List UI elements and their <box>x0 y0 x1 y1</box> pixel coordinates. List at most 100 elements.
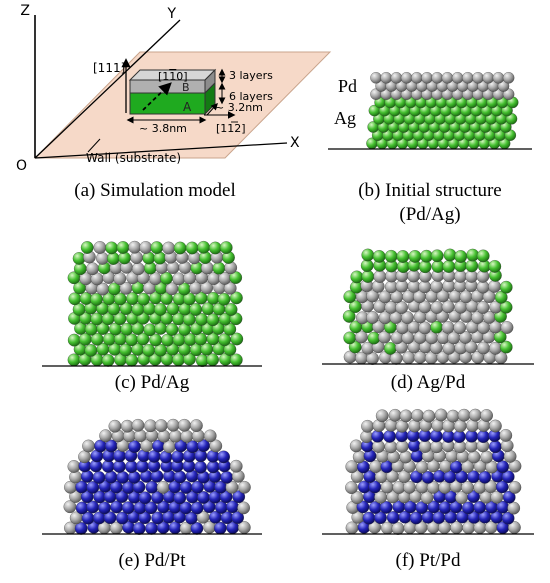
pd-atom <box>223 281 237 295</box>
pd-atom <box>472 72 484 84</box>
label-pd: Pd <box>338 76 357 96</box>
pt-atom <box>383 430 396 443</box>
caption-e: (e) Pd/Pt <box>118 550 186 571</box>
pd-atom <box>489 341 502 355</box>
pd-atom <box>503 450 517 463</box>
pt-atom <box>74 522 88 535</box>
ag-atom <box>105 241 118 255</box>
ag-atom <box>150 241 164 254</box>
pd-atom <box>415 460 429 474</box>
ag-atom <box>137 292 150 306</box>
ag-atom <box>488 260 502 273</box>
pd-atom <box>451 72 464 84</box>
ag-atom <box>350 270 364 284</box>
pt-atom <box>138 491 152 505</box>
pd-atom <box>200 281 214 295</box>
pt-atom <box>429 429 443 443</box>
pt-atom <box>219 490 233 504</box>
caption-b-line1: (b) Initial structure <box>358 180 502 201</box>
ag-atom <box>189 303 203 316</box>
pt-atom <box>128 440 141 453</box>
pt-atom <box>371 429 384 443</box>
pd-atom <box>395 301 408 314</box>
dir-11-2-label: [112] <box>216 122 246 135</box>
pd-atom <box>78 450 91 464</box>
pd-atom <box>502 72 515 84</box>
pd-atom <box>99 429 112 443</box>
pt-atom <box>171 450 185 464</box>
ag-atom <box>465 259 479 273</box>
pd-atom <box>492 72 505 84</box>
pt-pd-cluster <box>345 408 522 535</box>
pd-atom <box>350 470 364 483</box>
ag-atom <box>454 250 468 263</box>
pt-atom <box>168 521 182 535</box>
ag-atom <box>361 248 375 262</box>
pt-atom <box>496 460 510 474</box>
ag-atom <box>101 354 115 367</box>
y-axis <box>34 19 181 159</box>
simulation-model-diagram: Z Y X O B A [111] [110] 3 layers 6 layer… <box>16 3 332 174</box>
pd-atom <box>421 72 433 84</box>
pd-atom <box>190 419 203 432</box>
caption-a: (a) Simulation model <box>74 180 235 201</box>
pd-atom <box>366 311 379 324</box>
caption-c: (c) Pd/Ag <box>115 372 190 393</box>
pd-atom <box>370 72 382 84</box>
pd-atom <box>399 409 413 423</box>
pt-atom <box>217 450 230 464</box>
pd-atom <box>441 321 455 334</box>
pt-atom <box>501 511 515 525</box>
pd-atom <box>178 418 191 432</box>
width-x-label: ~ 3.8nm <box>139 122 187 135</box>
wall-pointer <box>87 138 101 153</box>
ag-atom <box>420 249 433 263</box>
pt-atom <box>125 460 138 474</box>
ag-atom <box>430 320 443 334</box>
pd-atom <box>500 321 514 334</box>
pd-atom <box>467 450 481 464</box>
pd-atom <box>133 429 147 443</box>
pt-atom <box>478 470 492 484</box>
pd-atom <box>69 470 82 484</box>
block-a-label: A <box>183 100 192 114</box>
ag-atom <box>106 252 120 265</box>
pd-atom <box>384 301 398 314</box>
ag-atom <box>197 240 210 254</box>
pd-atom <box>411 72 423 84</box>
ag-atom <box>499 280 513 294</box>
pd-atom <box>459 290 473 304</box>
dir-111-label: [111] <box>93 61 125 75</box>
pd-atom <box>402 351 415 365</box>
pt-atom <box>132 522 146 535</box>
ag-atom <box>442 260 456 273</box>
ag-atom <box>430 249 444 263</box>
pd-atom <box>411 409 424 422</box>
pt-atom <box>80 470 94 483</box>
pd-atom <box>86 262 99 276</box>
pd-atom <box>128 240 142 254</box>
pt-atom <box>374 511 387 525</box>
ag-atom <box>223 343 237 356</box>
width-y-label: ~ 3.2nm <box>215 101 263 114</box>
ag-atom <box>185 241 199 255</box>
caption-f: (f) Pt/Pd <box>396 550 461 571</box>
pt-atom <box>190 501 204 515</box>
pd-atom <box>408 419 421 433</box>
ag-atom <box>342 310 356 323</box>
pd-atom <box>361 419 374 433</box>
pd-atom <box>401 311 414 324</box>
ag-atom <box>384 249 398 263</box>
ag-atom <box>230 332 244 346</box>
pd-atom <box>120 419 134 433</box>
pd-atom <box>166 418 180 432</box>
pd-atom <box>391 522 405 535</box>
pd-atom <box>156 481 170 494</box>
ag-atom <box>408 250 422 263</box>
pd-atom <box>418 321 432 335</box>
ag-atom <box>212 261 226 275</box>
pd-pt-cluster <box>63 418 251 535</box>
pt-atom <box>194 460 207 474</box>
pt-atom <box>190 522 204 535</box>
pt-atom <box>501 470 515 484</box>
